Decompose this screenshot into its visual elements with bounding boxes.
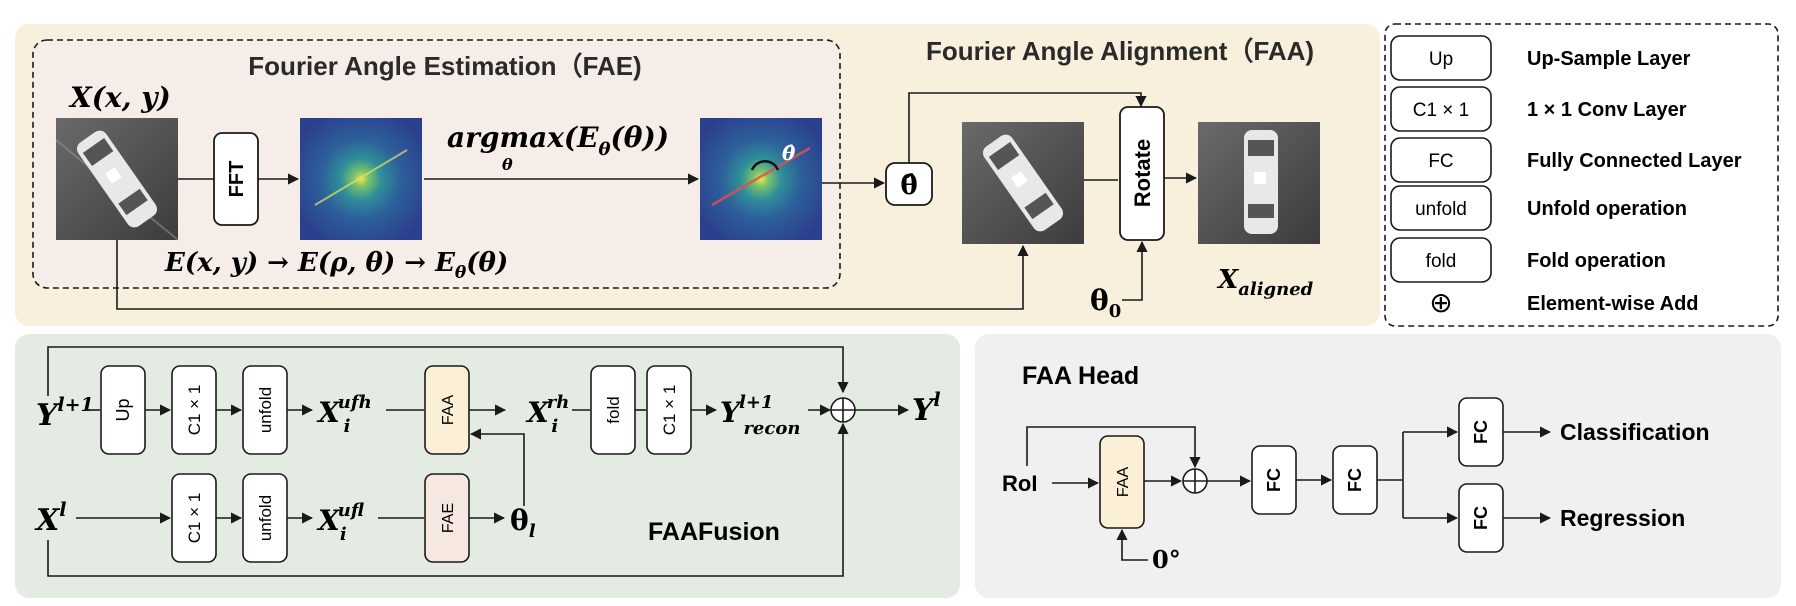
rotate-block — [1119, 106, 1165, 241]
faa-head-label: FAA — [1115, 467, 1132, 498]
unfold2-label: unfold — [256, 495, 275, 541]
legend-unfold-desc: Unfold operation — [1527, 198, 1687, 220]
fae-title: Fourier Angle Estimation（FAE) — [248, 51, 641, 81]
faa-head-diagram: FAA Head RoI FAA 0° FC FC FC Classificat… — [1002, 362, 1710, 574]
legend-fold-symbol: fold — [1426, 251, 1457, 272]
legend-unfold-box — [1390, 185, 1492, 231]
conv3-label: C1 × 1 — [185, 493, 204, 544]
legend-up-symbol: Up — [1429, 49, 1453, 70]
legend-conv-symbol: C1 × 1 — [1413, 100, 1470, 121]
theta-l-to-faa-line — [469, 428, 525, 506]
fae-fusion-label: FAE — [440, 503, 457, 533]
fc1-label: FC — [1264, 468, 1284, 492]
fc2-label: FC — [1345, 468, 1365, 492]
legend-up-box — [1390, 35, 1492, 81]
fc4-label: FC — [1471, 506, 1491, 530]
zero-deg-label: 0° — [1152, 545, 1181, 574]
legend-up-desc: Up-Sample Layer — [1527, 48, 1691, 70]
x-skip-line — [47, 422, 849, 577]
legend-fc-desc: Fully Connected Layer — [1527, 150, 1742, 172]
legend-add-symbol: ⊕ — [1429, 287, 1452, 318]
classification-label: Classification — [1560, 419, 1710, 445]
spectrum-angle-image: θ̂ — [700, 118, 822, 240]
legend-add-desc: Element-wise Add — [1527, 293, 1699, 315]
input-label: X(x, y) — [68, 81, 171, 114]
faa-title: Fourier Angle Alignment（FAA) — [926, 36, 1314, 66]
faa-head-title: FAA Head — [1022, 362, 1139, 390]
car-image-aligned — [1198, 122, 1320, 244]
legend: Up Up-Sample Layer C1 × 1 1 × 1 Conv Lay… — [1390, 35, 1742, 318]
legend-fc-box — [1390, 137, 1492, 183]
legend-conv-box — [1390, 86, 1492, 132]
spectrum-theta-hat: θ̂ — [782, 141, 796, 165]
regression-label: Regression — [1560, 505, 1685, 531]
theta-hat-label: θ̂ — [900, 171, 917, 201]
legend-fc-symbol: FC — [1428, 151, 1453, 172]
argmax-label: argmax(Eθ(θ)) — [447, 121, 669, 160]
faa-fusion-label: FAA — [440, 395, 457, 426]
rotate-label: Rotate — [1130, 139, 1155, 207]
theta0-to-rotate-line — [1122, 240, 1148, 301]
legend-conv-desc: 1 × 1 Conv Layer — [1527, 99, 1687, 121]
legend-unfold-symbol: unfold — [1415, 199, 1467, 220]
x-in-label: Xl — [34, 499, 67, 538]
faafusion-title: FAAFusion — [648, 518, 780, 546]
input-car-image — [55, 118, 179, 241]
spectrum-image — [300, 118, 422, 240]
fft-label: FFT — [226, 161, 248, 198]
legend-fold-desc: Fold operation — [1527, 250, 1666, 272]
car-image-unaligned — [962, 122, 1084, 244]
fae-panel — [32, 39, 841, 289]
fold-label: fold — [604, 396, 623, 423]
zero-deg-line — [1116, 528, 1148, 561]
y-skip-line — [47, 346, 849, 396]
conv1-label: C1 × 1 — [185, 385, 204, 436]
polar-chain-label: E(x, y) → E(ρ, θ) → Eθ(θ) — [164, 248, 508, 283]
faafusion-panel — [15, 334, 960, 598]
input-skip-line — [116, 240, 1029, 310]
legend-fold-box — [1390, 237, 1492, 283]
fc3-label: FC — [1471, 420, 1491, 444]
faa-block-head — [1099, 435, 1145, 529]
roi-skip-line — [1026, 426, 1201, 469]
unfold1-label: unfold — [256, 387, 275, 433]
faa-head-panel — [975, 334, 1781, 598]
conv2-label: C1 × 1 — [660, 385, 679, 436]
roi-label: RoI — [1002, 471, 1037, 496]
up-label: Up — [113, 398, 133, 421]
thetahat-to-rotate-line — [908, 92, 1147, 163]
argmax-subscript: θ — [502, 155, 513, 174]
